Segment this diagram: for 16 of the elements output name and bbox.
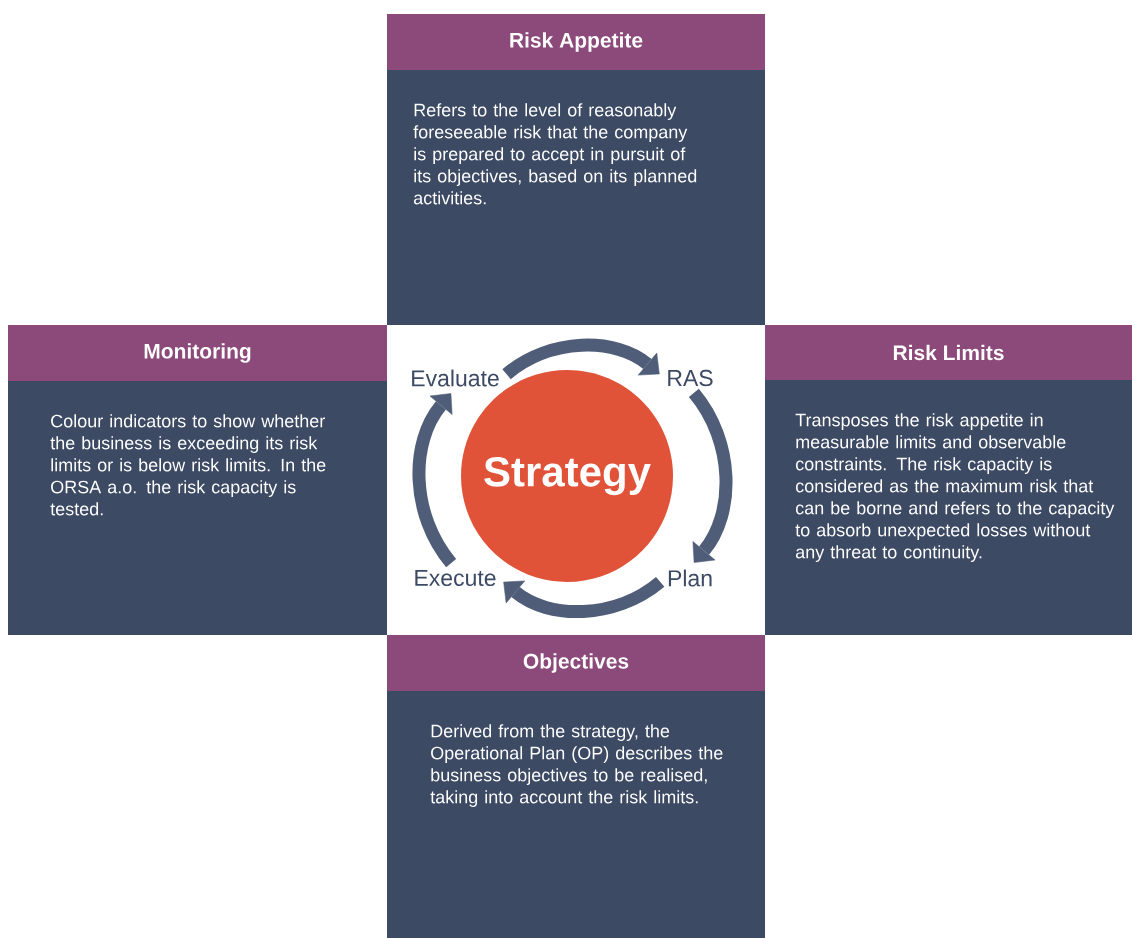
panel — [387, 14, 765, 325]
panel-heading: Monitoring — [144, 343, 251, 363]
cycle-arrow — [502, 338, 660, 380]
panel-text: Transposes the risk appetite in measurable limits and observable constraints. The risk capacity is considered as the maximum risk that can be borne and refers to the capacity to absorb unexpected losses without any threat to continuity. — [795, 413, 1115, 562]
panel-heading: Risk Appetite — [510, 32, 643, 52]
cycle-arrow — [503, 576, 665, 618]
cycle-arrow — [412, 393, 457, 568]
panel — [387, 635, 765, 938]
panel-heading: Objectives — [523, 653, 629, 673]
panel-text: Refers to the level of reasonably foreseeable risk that the company is prepared to accept in pursuit of its objectives, based on its planned activities. — [413, 103, 697, 205]
panel — [8, 325, 387, 635]
panel — [765, 325, 1132, 635]
panel-heading: Risk Limits — [893, 344, 1004, 361]
panel-text: Derived from the strategy, the Operational Plan (OP) describes the business objectives to be realised, taking into account the risk limits. — [430, 724, 723, 807]
panel-text: Colour indicators to show whether the business is exceeding its risk limits or is below risk limits. In the ORSA a.o. the risk capacity is tested. — [50, 414, 326, 516]
cycle-arrow — [688, 389, 733, 563]
